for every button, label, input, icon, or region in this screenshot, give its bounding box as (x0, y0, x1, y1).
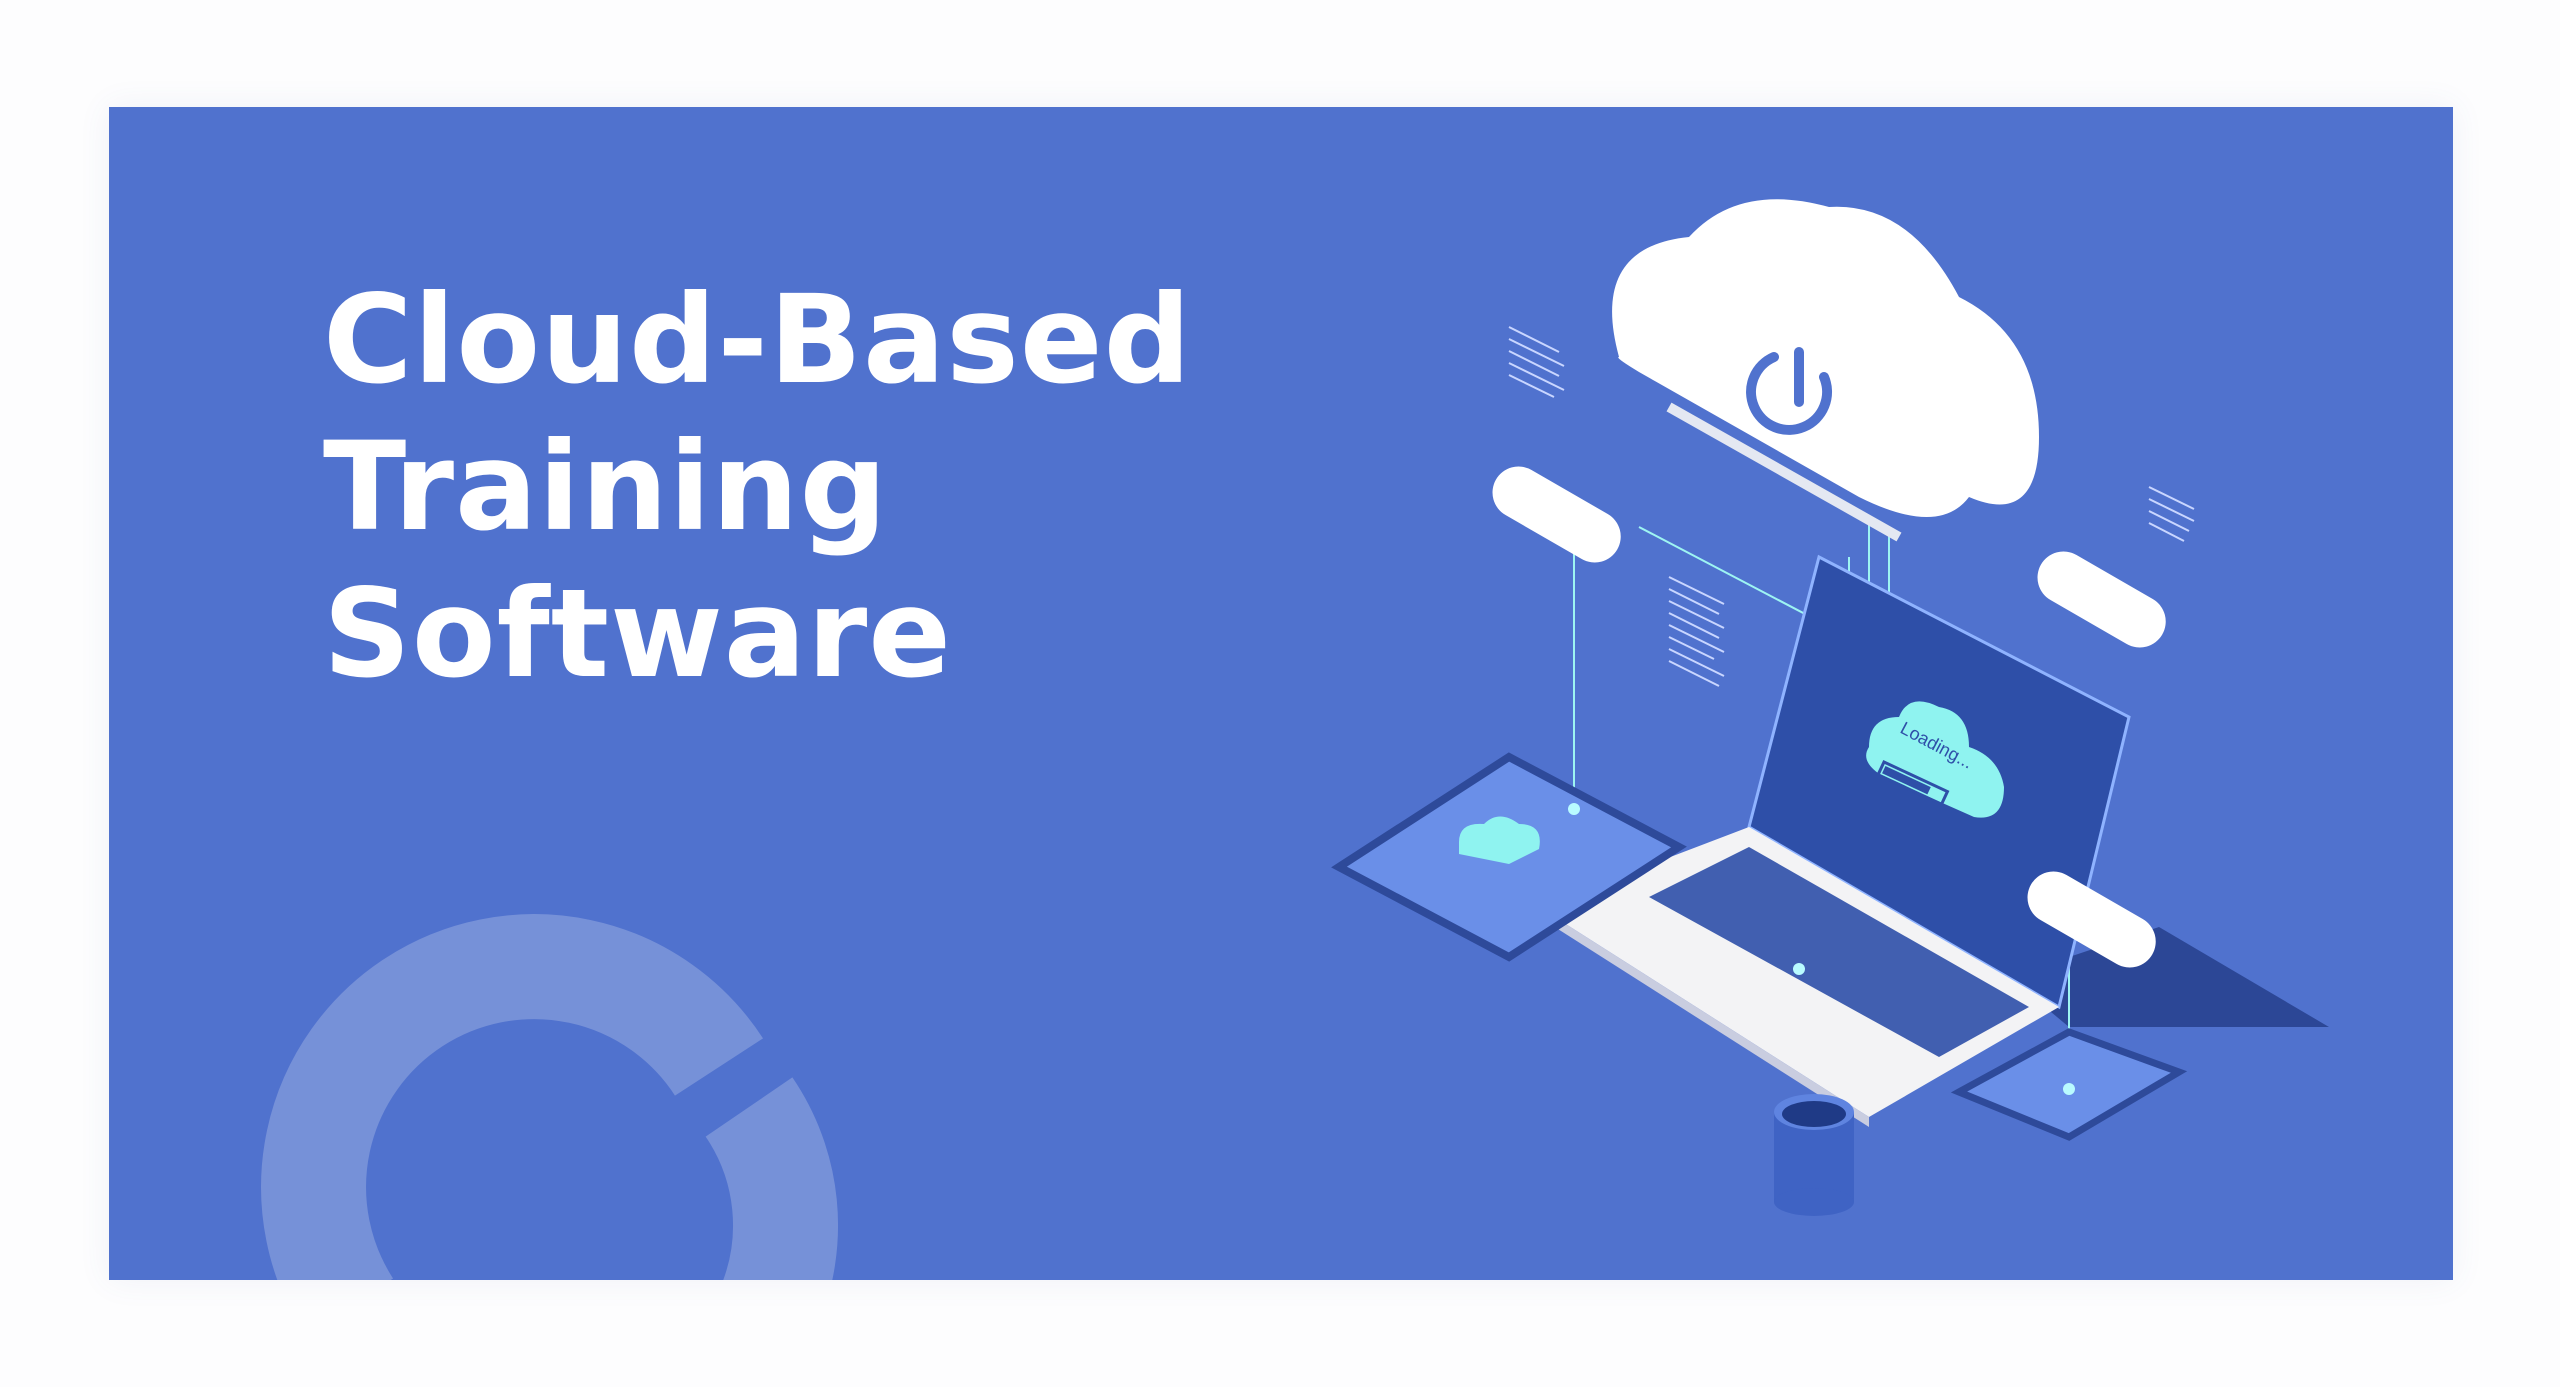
loading-cloud-icon: Loading... (1866, 701, 2004, 818)
glow-dots (1568, 803, 2075, 1095)
shadow (2009, 927, 2329, 1027)
page-title: Cloud-Based Training Software (323, 269, 1192, 705)
coffee-mug (1774, 1094, 1854, 1216)
main-cloud (1612, 199, 2039, 542)
keyboard (1649, 847, 2029, 1057)
hero-banner: Cloud-Based Training Software Loading... (109, 107, 2453, 1280)
data-dashes (1508, 326, 2195, 687)
cloud-devices-illustration: Loading... (1331, 199, 2329, 1216)
power-icon (1746, 347, 1833, 435)
small-clouds (1492, 466, 2166, 968)
tablet-cloud-icon (1459, 816, 1540, 864)
logo-watermark (261, 914, 839, 1280)
